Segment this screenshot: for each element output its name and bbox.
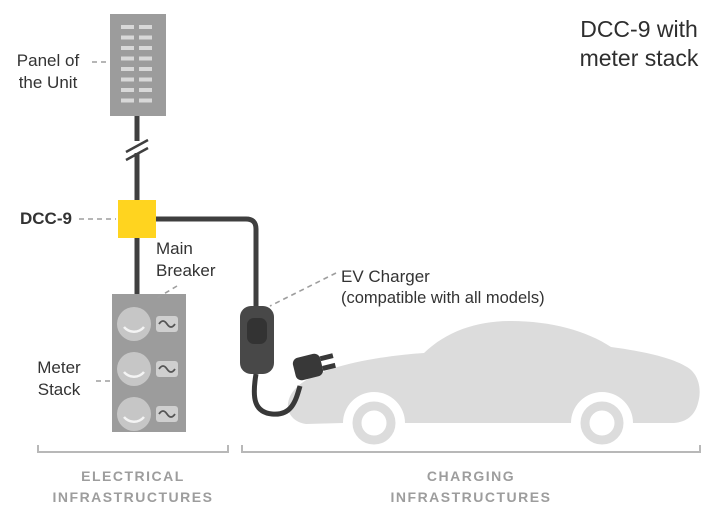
leader-main-breaker	[156, 285, 178, 299]
diagram-title: DCC-9 with meter stack	[579, 16, 699, 71]
ev-charger-icon	[240, 306, 274, 374]
ev-charger-label-title: EV Charger	[341, 267, 430, 287]
leader-ev-charger	[269, 272, 337, 307]
section-label-electrical: ELECTRICAL INFRASTRUCTURES	[52, 468, 214, 505]
dcc9-device	[118, 200, 156, 238]
section-label-charging: CHARGING INFRASTRUCTURES	[390, 468, 552, 505]
section-brackets	[37, 445, 701, 453]
ev-charger-label: EV Charger (compatible with all models)	[341, 244, 545, 332]
meter-dial-icon	[117, 352, 178, 386]
car-silhouette	[287, 321, 700, 445]
plug-icon	[292, 353, 336, 381]
front-wheel-icon	[352, 401, 396, 445]
meter-dial-icon	[117, 307, 178, 341]
ev-charger-label-sub: (compatible with all models)	[341, 289, 545, 308]
bracket-electrical	[37, 445, 229, 453]
rear-wheel-icon	[580, 401, 624, 445]
meter-dial-icon	[117, 397, 178, 431]
wire-dcc9-to-charger	[156, 216, 259, 312]
panel-of-unit-label: Panel of the Unit	[16, 51, 80, 93]
dcc9-label: DCC-9	[20, 209, 72, 228]
leader-lines	[79, 61, 337, 382]
meter-stack-label: Meter Stack	[37, 358, 81, 400]
charger-cable	[251, 373, 303, 417]
breaker-panel-icon	[110, 14, 166, 116]
meter-stack-icon	[112, 294, 186, 432]
main-breaker-label: Main Breaker	[156, 239, 216, 281]
bracket-charging	[241, 445, 701, 453]
